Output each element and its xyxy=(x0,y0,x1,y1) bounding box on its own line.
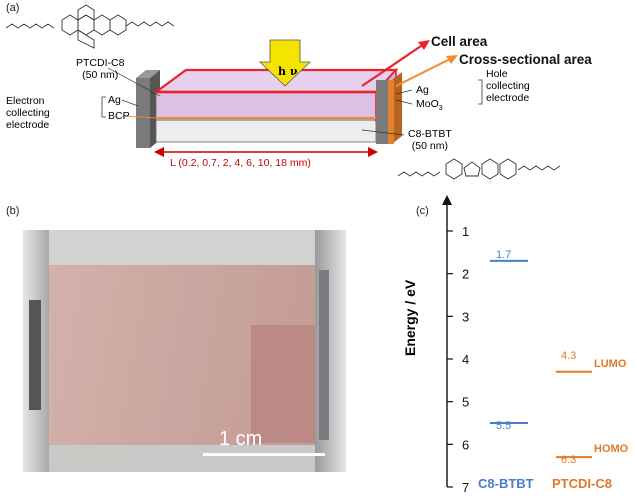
energy-tick-label: 2 xyxy=(462,267,469,282)
left-bcp-label: BCP xyxy=(108,110,130,122)
ptcdi-homo-value: 6.3 xyxy=(561,454,577,466)
energy-tick-label: 6 xyxy=(462,437,469,452)
cell-area-label: Cell area xyxy=(431,34,488,49)
right-electrode-label: Hole collecting electrode xyxy=(486,68,530,104)
left-ag-label: Ag xyxy=(108,94,121,106)
panel-c-label: (c) xyxy=(416,205,429,217)
homo-label: HOMO xyxy=(594,443,629,455)
length-label: L (0.2, 0.7, 2, 4, 6, 10, 18 mm) xyxy=(170,157,311,169)
c8btbt-thickness: (50 nm) xyxy=(411,140,448,152)
panel-b-label: (b) xyxy=(6,205,20,217)
energy-ylabel: Energy / eV xyxy=(402,279,418,356)
energy-diagram: 1 2 3 4 5 6 7 xyxy=(442,195,592,495)
light-arrow-icon xyxy=(259,39,311,87)
c8btbt-lumo-value: 1.7 xyxy=(496,249,512,261)
ptcdi-name: PTCDI-C8 xyxy=(552,476,612,491)
c8btbt-label: C8-BTBT xyxy=(408,128,452,140)
ptcdi-lumo-value: 4.3 xyxy=(561,350,577,362)
ptcdi-molecule-icon xyxy=(5,4,175,49)
energy-tick-label: 5 xyxy=(462,395,469,410)
c8btbt-layer xyxy=(155,119,377,143)
c8btbt-molecule-icon xyxy=(397,158,561,180)
energy-tick-label: 3 xyxy=(462,309,469,324)
energy-tick-label: 4 xyxy=(462,352,469,367)
right-ag-label: Ag xyxy=(416,84,429,96)
lumo-label: LUMO xyxy=(594,358,627,370)
axis-arrow-icon xyxy=(442,195,452,205)
left-electrode xyxy=(136,78,150,148)
device-photo: 1 cm xyxy=(23,230,346,472)
energy-tick-label: 7 xyxy=(462,480,469,495)
energy-tick-label: 1 xyxy=(462,224,469,239)
ptcdi-thickness: (50 nm) xyxy=(82,69,119,81)
cross-area-label: Cross-sectional area xyxy=(459,52,592,67)
device-schematic xyxy=(5,4,561,180)
scale-label: 1 cm xyxy=(219,428,263,450)
ptcdi-label: PTCDI-C8 xyxy=(76,57,125,69)
c8btbt-homo-value: 5.5 xyxy=(496,420,512,432)
left-electrode-label: Electron collecting electrode xyxy=(6,95,50,131)
panel-a-label: (a) xyxy=(6,2,20,14)
ptcdi-layer xyxy=(155,91,377,121)
right-moo3-label: MoO3 xyxy=(416,98,443,113)
hv-label: h ν xyxy=(278,65,298,78)
scale-bar xyxy=(203,453,325,456)
c8btbt-name: C8-BTBT xyxy=(478,476,534,491)
